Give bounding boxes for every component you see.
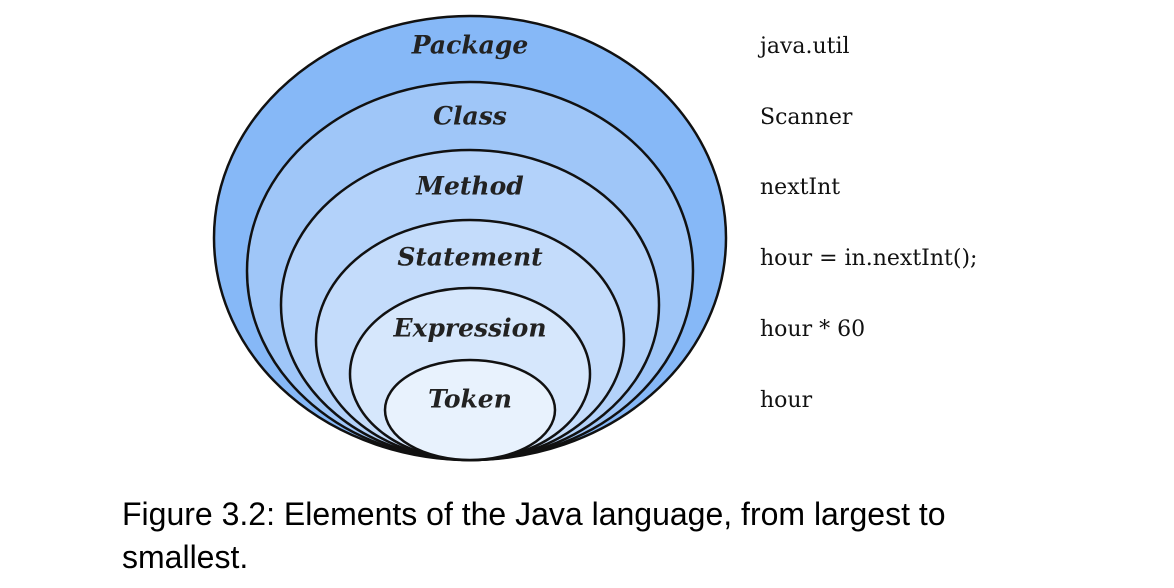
figure-caption: Figure 3.2: Elements of the Java languag… xyxy=(122,496,946,575)
token-ellipse xyxy=(383,358,557,462)
nested-ellipses-diagram: PackageClassMethodStatementExpressionTok… xyxy=(212,14,977,462)
method-example: nextInt xyxy=(760,175,840,200)
statement-example: hour = in.nextInt(); xyxy=(760,246,977,271)
class-example: Scanner xyxy=(760,105,853,130)
expression-example: hour * 60 xyxy=(760,317,865,342)
statement-label: Statement xyxy=(397,243,543,272)
package-example: java.util xyxy=(757,34,850,59)
token-label: Token xyxy=(428,385,512,414)
package-label: Package xyxy=(411,31,528,60)
expression-label: Expression xyxy=(392,314,546,343)
class-label: Class xyxy=(433,102,507,131)
method-label: Method xyxy=(415,172,523,201)
token-example: hour xyxy=(760,388,813,413)
